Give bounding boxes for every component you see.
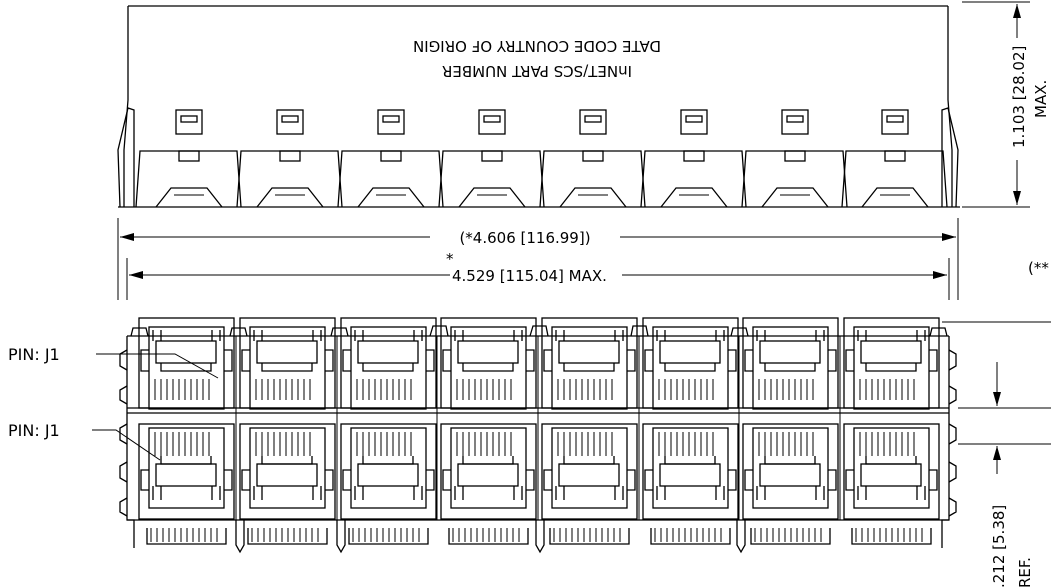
front-view — [119, 317, 957, 554]
height-dim-note: MAX. — [1032, 80, 1050, 118]
height-dim-label: 1.103 [28.02] — [1010, 46, 1028, 148]
pin-label-top: PIN: J1 — [8, 345, 60, 364]
body-width-dim: 4.529 [115.04] MAX. — [452, 267, 607, 285]
width-dimensions: (*4.606 [116.99]) * 4.529 [115.04] MAX. … — [117, 218, 1049, 300]
bottom-ref-value: .212 [5.38] — [990, 505, 1008, 588]
overall-ref-dim: (*4.606 [116.99]) — [459, 229, 590, 247]
top-view: DATE CODE COUNTRY OF ORIGIN InNET/SCS PA… — [117, 5, 960, 208]
bottom-ref-dimension: .212 [5.38] REF. — [942, 321, 1051, 588]
pin-callouts: PIN: J1 PIN: J1 — [8, 345, 219, 461]
bottom-ref-note: REF. — [1016, 557, 1034, 588]
height-dimension: 1.103 [28.02] MAX. — [962, 1, 1050, 208]
asterisk-note: * — [446, 250, 454, 268]
right-partial-dim: (** — [1028, 259, 1049, 277]
marking-line-1: DATE CODE COUNTRY OF ORIGIN — [413, 37, 661, 55]
pin-label-bottom: PIN: J1 — [8, 421, 60, 440]
marking-line-2: InNET/SCS PART NUMBER — [442, 62, 632, 80]
